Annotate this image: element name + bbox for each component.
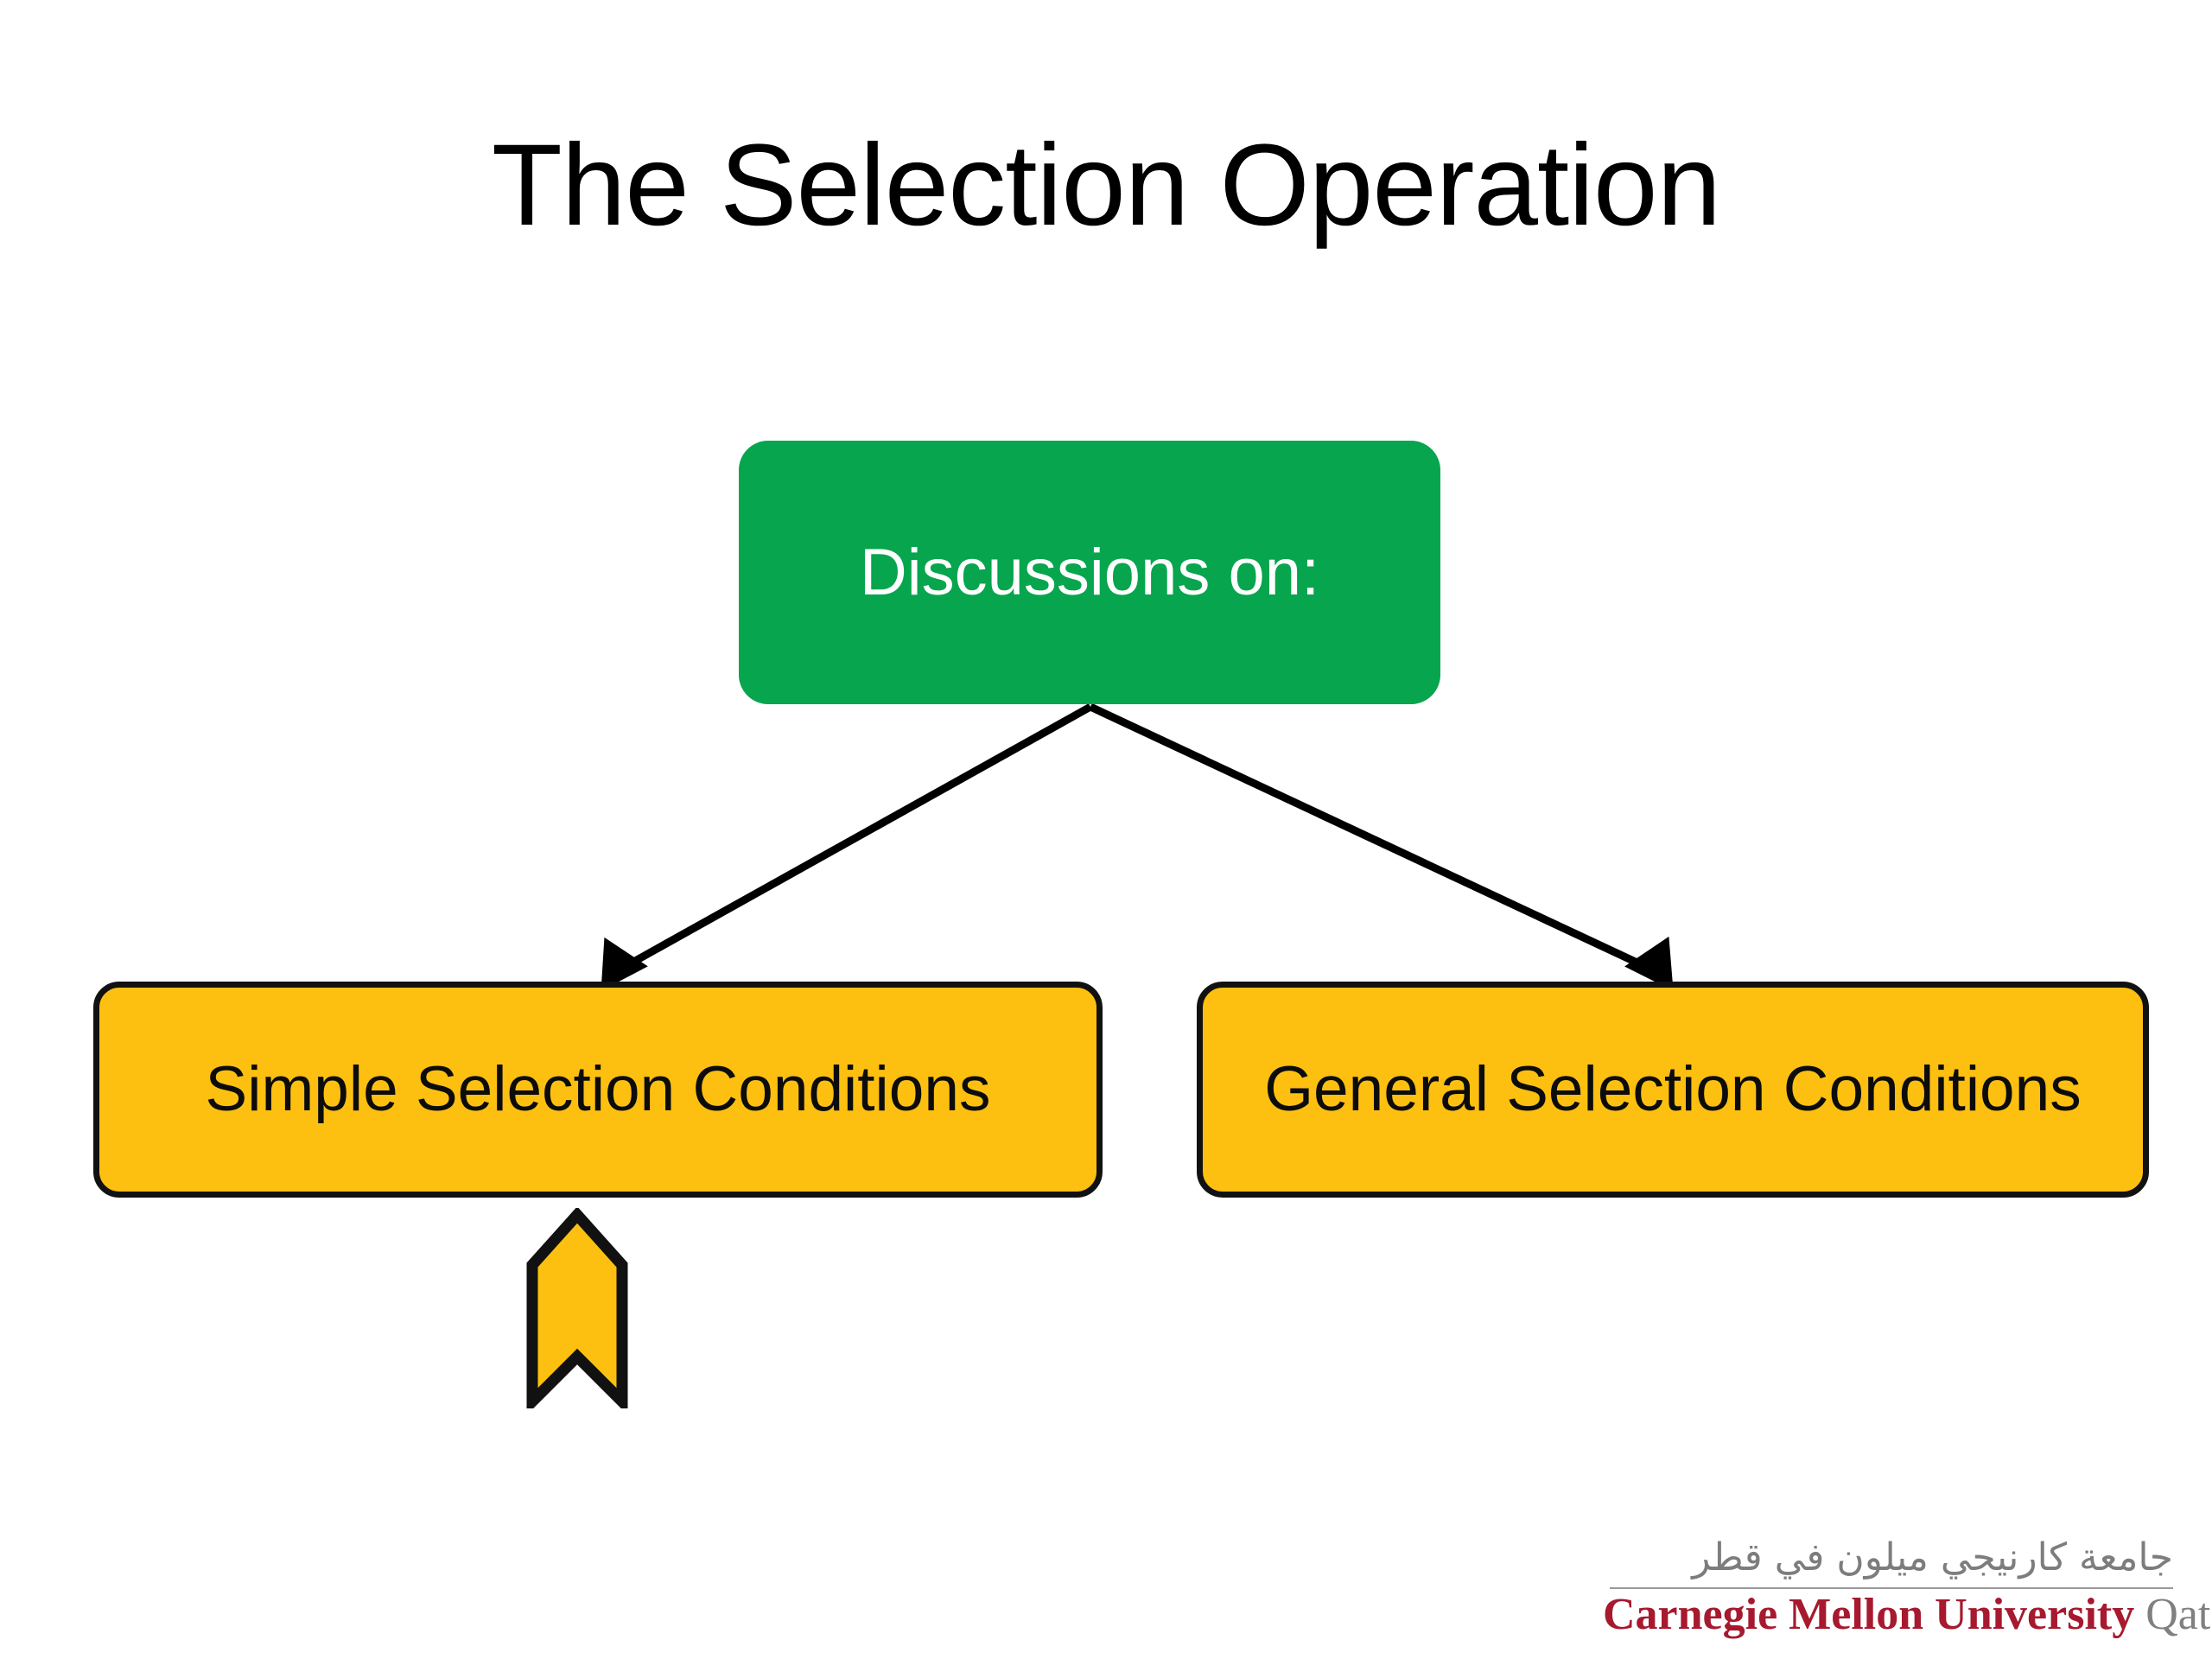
page-title: The Selection Operation bbox=[491, 121, 1721, 250]
diagram-node-general-selection-conditions-label: General Selection Conditions bbox=[1264, 1053, 2082, 1124]
logo-divider bbox=[1610, 1587, 2173, 1589]
connector-root-to-simple bbox=[601, 703, 1093, 991]
connector-root-to-general bbox=[1089, 702, 1674, 991]
diagram-node-general-selection-conditions[interactable]: General Selection Conditions bbox=[1197, 982, 2149, 1198]
diagram-node-simple-selection-conditions[interactable]: Simple Selection Conditions bbox=[93, 982, 1103, 1198]
up-chevron-icon[interactable] bbox=[525, 1208, 629, 1408]
diagram-node-root[interactable]: Discussions on: bbox=[739, 441, 1440, 704]
diagram-node-root-label: Discussions on: bbox=[859, 535, 1320, 609]
logo-university-name: Carnegie Mellon University bbox=[1603, 1590, 2146, 1639]
logo-wordmark: Carnegie Mellon University Qatar bbox=[1603, 1590, 2212, 1640]
logo-campus-location: Qatar bbox=[2145, 1590, 2212, 1639]
cmu-qatar-logo: جامعة كارنيجي ميلون في قطر Carnegie Mell… bbox=[1603, 1535, 2212, 1647]
logo-arabic-text: جامعة كارنيجي ميلون في قطر bbox=[1692, 1535, 2173, 1580]
diagram-node-simple-selection-conditions-label: Simple Selection Conditions bbox=[205, 1053, 991, 1124]
